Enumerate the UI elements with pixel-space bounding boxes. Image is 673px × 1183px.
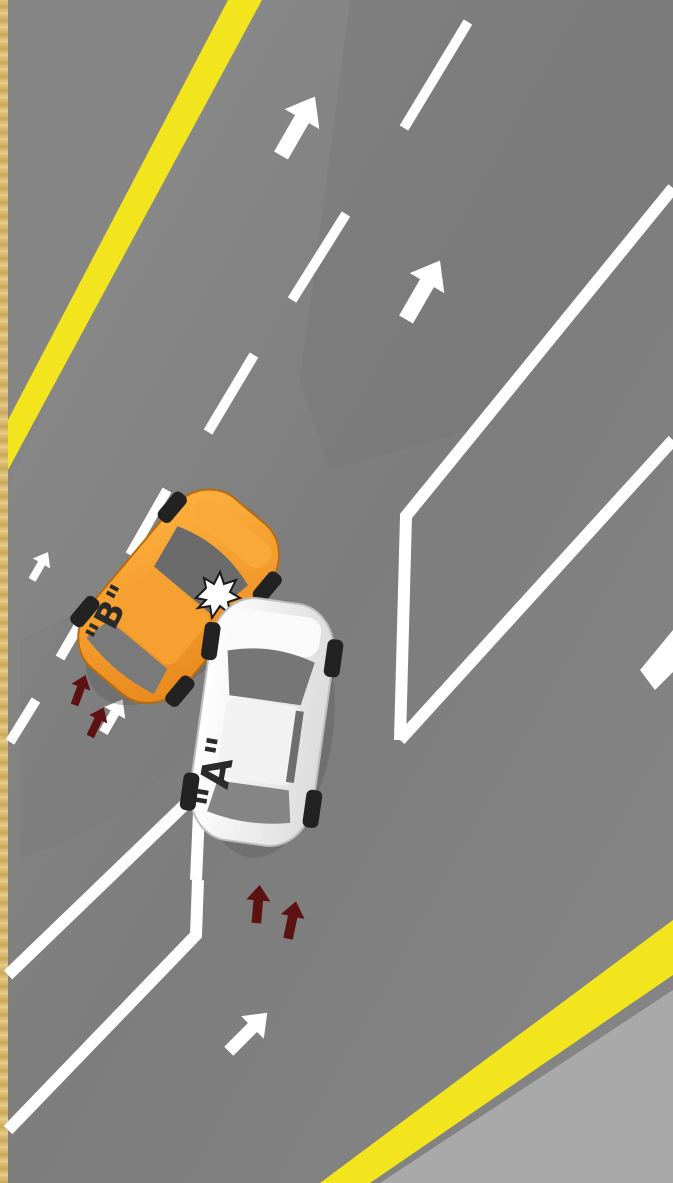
- scene-drawing: "B" "A": [0, 0, 673, 1183]
- accident-scene: "B" "A": [0, 0, 673, 1183]
